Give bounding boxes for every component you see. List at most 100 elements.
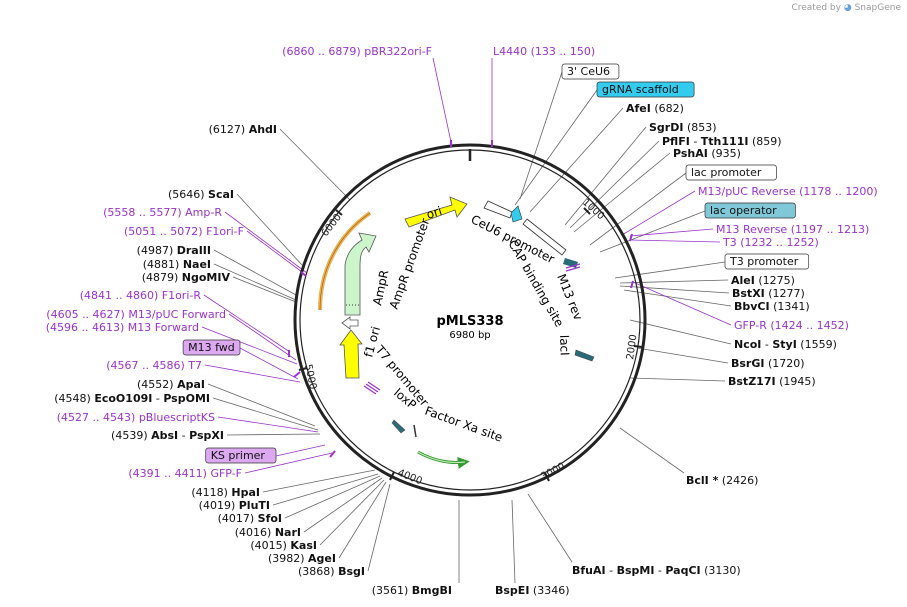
label-3-ceu6: 3' CeU6 bbox=[567, 65, 610, 78]
leader-label-bstz17i bbox=[629, 377, 726, 382]
label-bspei: BspEI (3346) bbox=[495, 584, 570, 597]
label-bsgi: (3868) BsgI bbox=[298, 565, 365, 578]
leader-label-f1ori-r bbox=[203, 294, 291, 353]
leader-label-absi bbox=[226, 433, 321, 436]
bottom-green-arrow-fill bbox=[417, 451, 466, 464]
label-f1ori-r: (4841 .. 4860) F1ori-R bbox=[80, 289, 202, 302]
leader-label-alei bbox=[619, 279, 729, 284]
ruler-label: 3000 bbox=[539, 461, 567, 483]
ruler-tick bbox=[335, 209, 343, 216]
label-bcli: BclI * (2426) bbox=[686, 474, 758, 487]
map-labels: (6860 .. 6879) pBR322ori-F L4440 (133 .. … bbox=[46, 45, 878, 597]
label-grna-scaffold-box bbox=[596, 81, 695, 98]
label-m13-forward: (4596 .. 4613) M13 Forward bbox=[46, 321, 199, 334]
label-naei: (4881) NaeI bbox=[143, 258, 211, 271]
label-pbluescriptks: (4527 .. 4543) pBluescriptKS bbox=[57, 411, 215, 424]
leader-label-amp-r bbox=[224, 211, 308, 274]
label-lac-promoter-box bbox=[685, 164, 777, 181]
feature-mark bbox=[329, 450, 336, 458]
label-draiii: (4987) DraIII bbox=[137, 244, 211, 257]
label-ncoi: NcoI - StyI (1559) bbox=[734, 338, 837, 351]
leader-label-sfoi bbox=[284, 475, 381, 519]
feature-mark bbox=[300, 271, 307, 277]
label-agei: (3982) AgeI bbox=[268, 552, 336, 565]
label-t3-promoter-box bbox=[724, 253, 810, 270]
label-3-ceu6-box bbox=[561, 63, 620, 80]
ruler-tick bbox=[633, 345, 643, 348]
label-sfoi: (4017) SfoI bbox=[218, 512, 282, 525]
label-sgrdi: SgrDI (853) bbox=[649, 121, 717, 134]
label-nari: (4016) NarI bbox=[235, 526, 301, 539]
label-apai: (4552) ApaI bbox=[137, 378, 205, 391]
label-pbr322ori-f: (6860 .. 6879) pBR322ori-F bbox=[282, 45, 432, 58]
snapgene-credit: Created by ◕ SnapGene bbox=[791, 3, 901, 13]
label-pshai: PshAI (935) bbox=[673, 147, 741, 160]
plasmid-name: pMLS338 bbox=[436, 314, 503, 329]
grna-scaffold-arrow bbox=[510, 205, 523, 223]
leader-label-kasi bbox=[319, 479, 385, 546]
leader-label-nari bbox=[303, 477, 383, 533]
leader-label-sgrdi bbox=[564, 126, 647, 226]
label-pluti: (4019) PluTI bbox=[199, 499, 270, 512]
leader-label-ncoi bbox=[629, 319, 732, 345]
label-l4440: L4440 (133 .. 150) bbox=[493, 45, 595, 58]
label-f1ori-f: (5051 .. 5072) F1ori-F bbox=[124, 225, 244, 238]
label-m13-puc-reverse: M13/pUC Reverse (1178 .. 1200) bbox=[698, 185, 878, 198]
loxp-arrow bbox=[391, 419, 406, 434]
label-scai: (5646) ScaI bbox=[168, 188, 234, 201]
laci-arrow bbox=[574, 349, 595, 362]
f1-ori-arrow[interactable] bbox=[339, 329, 363, 379]
backbone-outer bbox=[293, 143, 647, 497]
label-grna-scaffold: gRNA scaffold bbox=[602, 83, 679, 96]
leader-label-grna-scaffold bbox=[514, 89, 598, 206]
ruler-tick bbox=[389, 471, 395, 481]
leader-label-lac-operator bbox=[599, 210, 706, 253]
label-pflfi: PflFI - Tth111I (859) bbox=[662, 135, 782, 148]
label-lac-operator: lac operator bbox=[710, 204, 777, 217]
label-ecoo109i: (4548) EcoO109I - PspOMI bbox=[54, 392, 210, 405]
leader-label-m13-puc-reverse bbox=[621, 190, 696, 236]
label-bmgbi: (3561) BmgBI bbox=[372, 584, 452, 597]
leader-label-afei bbox=[529, 107, 624, 213]
orange-arc-outline bbox=[319, 212, 371, 311]
leader-label-apai bbox=[207, 383, 316, 427]
ampr-arrow[interactable] bbox=[344, 232, 377, 316]
ruler-tick bbox=[544, 472, 550, 482]
ceu6-promoter-box bbox=[483, 200, 513, 219]
ruler-label: 5000 bbox=[302, 363, 318, 390]
label-amp-r: (5558 .. 5577) Amp-R bbox=[103, 206, 222, 219]
plasmid-length: 6980 bp bbox=[449, 330, 490, 341]
leader-label-pflfi bbox=[569, 140, 660, 229]
leader-label-draiii bbox=[213, 249, 297, 296]
label-kasi: (4015) KasI bbox=[250, 539, 317, 552]
label-t3: T3 (1232 .. 1252) bbox=[722, 236, 819, 249]
ruler-label: 1000 bbox=[580, 197, 606, 222]
label-absi: (4539) AbsI - PspXI bbox=[111, 429, 224, 442]
label-bstz17i: BstZ17I (1945) bbox=[728, 375, 816, 388]
label-bbvci: BbvCI (1341) bbox=[734, 300, 810, 313]
label-t7: (4567 .. 4586) T7 bbox=[106, 359, 202, 372]
leader-lines bbox=[201, 57, 732, 584]
label-ks-primer: KS primer bbox=[211, 449, 266, 462]
label-lac-promoter: lac promoter bbox=[691, 166, 762, 179]
label-m13-fwd-box bbox=[182, 339, 241, 356]
label-lac-operator-box bbox=[704, 202, 796, 219]
leader-label-t3-promoter bbox=[614, 261, 726, 279]
leader-label-scai bbox=[236, 193, 303, 266]
ori-arrow[interactable] bbox=[404, 196, 468, 228]
label-gfp-f: (4391 .. 4411) GFP-F bbox=[128, 467, 242, 480]
leader-label-ngomiv bbox=[232, 276, 297, 303]
label-hpai: (4118) HpaI bbox=[191, 486, 260, 499]
leader-label-agei bbox=[338, 481, 387, 559]
leader-bcli bbox=[619, 427, 685, 474]
label-m13-reverse: M13 Reverse (1197 .. 1213) bbox=[716, 223, 869, 236]
ruler-label: 2000 bbox=[625, 334, 639, 361]
ampr-promoter-label: AmpR promoter bbox=[387, 217, 433, 311]
leader-label-ecoo109i bbox=[212, 397, 319, 431]
label-ks-primer-box bbox=[205, 447, 277, 464]
ruler-tick bbox=[298, 367, 308, 371]
label-bfuai: BfuAI - BspMI - PaqCI (3130) bbox=[572, 564, 741, 577]
leader-label-pshai bbox=[573, 152, 671, 233]
